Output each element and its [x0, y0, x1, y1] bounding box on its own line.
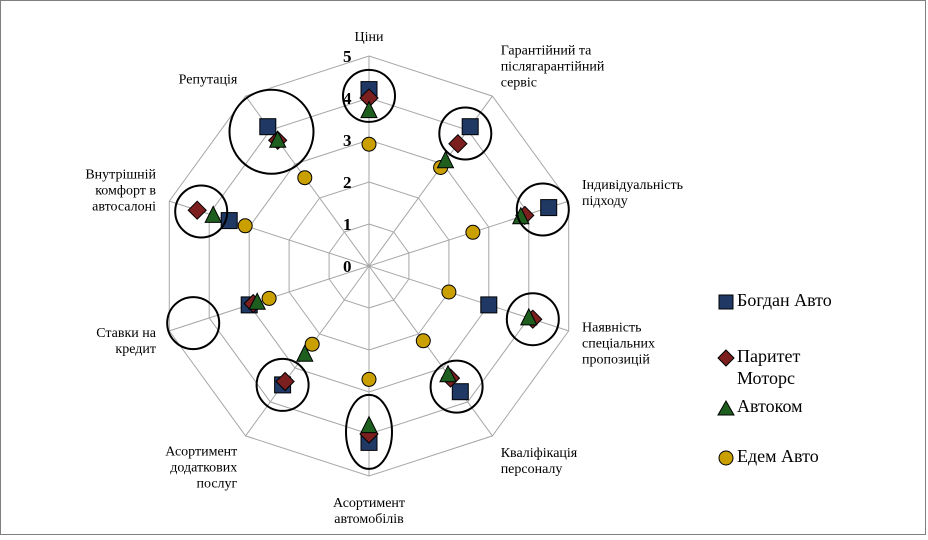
point-circle-3[interactable] [441, 284, 457, 300]
tick-label-2: 2 [343, 173, 352, 192]
point-triangle-0[interactable] [360, 100, 378, 119]
square-marker-icon [718, 294, 734, 310]
circle-marker-icon [718, 450, 734, 466]
highlight-circle-2 [515, 182, 570, 237]
tick-label-0: 0 [343, 257, 352, 276]
highlight-circles [166, 68, 570, 470]
point-circle-5[interactable] [361, 371, 377, 387]
category-label-line: комфорт в [95, 183, 156, 198]
point-triangle-7[interactable] [248, 292, 267, 310]
point-diamond-8[interactable] [187, 200, 207, 220]
highlight-circle-4 [429, 359, 484, 414]
category-label-line: Індивідуальність [582, 178, 683, 193]
category-label-line: Репутація [179, 72, 238, 87]
highlight-circle-8 [174, 184, 229, 239]
series-3 [237, 136, 481, 387]
category-label-line: послуг [197, 477, 238, 492]
point-square-3[interactable] [480, 296, 498, 314]
highlight-circle-3 [505, 292, 560, 347]
highlight-circle-7 [166, 296, 221, 351]
category-label-line: автомобілів [334, 512, 404, 527]
category-label-line: сервіс [501, 75, 537, 90]
legend-label: Богдан Авто [737, 290, 832, 310]
category-label-line: кредит [115, 342, 156, 357]
point-triangle-5[interactable] [360, 415, 378, 434]
point-square-4[interactable] [451, 383, 469, 401]
point-circle-0[interactable] [361, 136, 377, 152]
point-circle-6[interactable] [304, 336, 320, 352]
legend-item-avtokom[interactable]: Автоком [717, 395, 847, 417]
legend-label: Автоком [737, 396, 803, 416]
category-label-line: Кваліфікація [501, 446, 578, 461]
point-circle-9[interactable] [297, 170, 313, 186]
point-square-8[interactable] [220, 212, 238, 230]
tick-label-1: 1 [343, 215, 352, 234]
category-label-line: Ставки на [96, 326, 157, 341]
highlight-circle-5 [345, 393, 393, 470]
tick-label-4: 4 [343, 89, 352, 108]
point-triangle-3[interactable] [519, 307, 538, 326]
point-triangle-4[interactable] [439, 364, 457, 383]
tick-label-5: 5 [343, 47, 352, 66]
diamond-marker-icon [717, 349, 735, 367]
point-diamond-1[interactable] [448, 133, 468, 154]
category-label-line: додаткових [170, 461, 237, 476]
point-triangle-6[interactable] [295, 344, 314, 362]
category-label-0: Ціни [355, 30, 384, 45]
legend-item-edem-avto[interactable]: Едем Авто [717, 445, 847, 467]
point-square-1[interactable] [461, 118, 479, 136]
point-triangle-9[interactable] [268, 130, 287, 148]
highlight-circle-0 [342, 68, 396, 123]
point-circle-7[interactable] [261, 290, 277, 306]
category-label-9: Репутація [179, 72, 238, 87]
category-label-line: пропозицій [582, 353, 650, 368]
category-label-line: Гарантійний та [501, 43, 592, 58]
data-markers [187, 81, 558, 451]
category-label-line: персоналу [501, 462, 563, 477]
category-label-line: післягарантійний [501, 59, 605, 74]
category-label-line: підходу [582, 194, 628, 209]
category-label-line: Ціни [355, 30, 384, 45]
point-triangle-1[interactable] [436, 150, 455, 169]
point-diamond-6[interactable] [275, 371, 295, 392]
category-label-line: Наявність [582, 321, 641, 336]
category-label-line: Асортимент [165, 445, 237, 460]
point-circle-8[interactable] [237, 218, 253, 234]
highlight-circle-6 [255, 357, 310, 412]
series-2 [204, 100, 538, 434]
point-square-2[interactable] [540, 199, 558, 217]
point-square-9[interactable] [259, 118, 277, 136]
legend-label: Едем Авто [737, 446, 819, 466]
highlight-circle-9 [228, 88, 315, 175]
point-triangle-8[interactable] [204, 205, 223, 223]
highlight-circle-1 [438, 106, 493, 161]
category-label-line: спеціальних [582, 337, 655, 352]
radial-tick-labels: 0 1 2 3 4 5 [343, 47, 352, 276]
category-label-line: Внутрішній [85, 167, 156, 182]
category-label-line: автосалоні [92, 199, 156, 214]
point-circle-2[interactable] [465, 224, 481, 240]
category-label-line: Асортимент [333, 496, 405, 511]
legend-item-bogdan-avto[interactable]: Богдан Авто [717, 289, 847, 311]
triangle-marker-icon [717, 399, 735, 416]
tick-label-3: 3 [343, 131, 352, 150]
point-circle-4[interactable] [415, 333, 431, 349]
